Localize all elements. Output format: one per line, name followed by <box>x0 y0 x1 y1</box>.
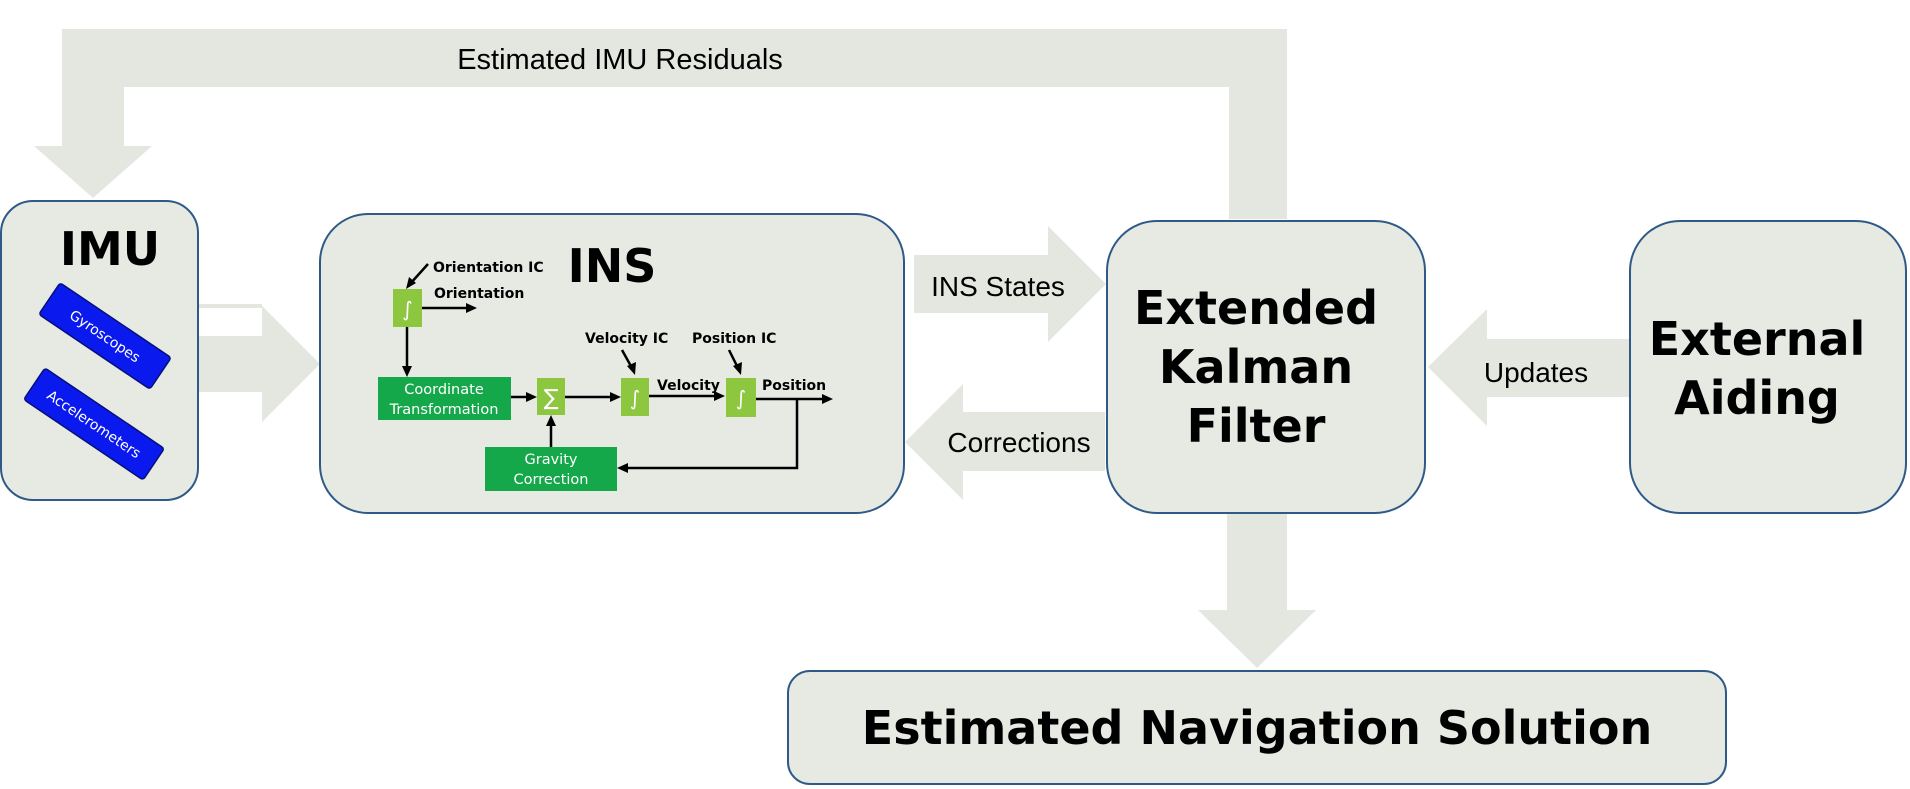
aiding-line2: Aiding <box>1674 371 1840 425</box>
extended-kalman-filter-panel <box>1106 220 1426 514</box>
updates-arrow <box>1428 309 1629 426</box>
ins-panel <box>319 213 905 514</box>
corrections-label: Corrections <box>947 427 1090 458</box>
summation-symbol: ∑ <box>544 386 559 411</box>
ekf-to-solution-arrow <box>1198 514 1316 668</box>
imu-ins-arrow-body <box>198 306 262 308</box>
velocity-label: Velocity <box>657 378 720 394</box>
coordinate-transformation-line1: Coordinate <box>404 382 484 398</box>
ekf-line2: Kalman <box>1159 340 1353 394</box>
coordinate-transformation-line2: Transformation <box>389 402 499 418</box>
aiding-line1: External <box>1649 312 1866 366</box>
position-ic-label: Position IC <box>692 331 776 347</box>
imu-ins-arrow-drawn <box>198 306 320 422</box>
external-aiding-panel <box>1629 220 1907 514</box>
ins-states-label: INS States <box>931 271 1065 302</box>
orientation-integral-symbol: ∫ <box>402 297 412 321</box>
imu-title: IMU <box>60 222 160 276</box>
summation-block <box>537 378 565 415</box>
gravity-correction-block <box>485 447 617 491</box>
navigation-solution-label: Estimated Navigation Solution <box>862 701 1652 755</box>
corrections-arrow <box>905 384 1105 500</box>
orientation-integrator <box>393 289 422 327</box>
ins-title: INS <box>568 239 657 293</box>
gravity-correction-line1: Gravity <box>525 452 578 468</box>
imu-to-ins-main <box>198 305 260 306</box>
velocity-integrator <box>621 378 649 416</box>
coordinate-transformation-block <box>378 377 511 420</box>
velocity-integral-symbol: ∫ <box>630 386 640 410</box>
position-integral-symbol: ∫ <box>736 386 746 410</box>
navigation-solution-panel <box>787 670 1727 785</box>
gravity-correction-line2: Correction <box>513 472 588 488</box>
ins-states-arrow <box>914 226 1106 342</box>
ekf-line3: Filter <box>1187 399 1326 453</box>
residuals-label: Estimated IMU Residuals <box>457 44 783 76</box>
position-integrator <box>726 378 756 417</box>
ins-mechanization: Orientation IC ∫ Orientation Coordinate … <box>378 260 833 491</box>
velocity-ic-label: Velocity IC <box>585 331 668 347</box>
updates-label: Updates <box>1484 357 1588 388</box>
residuals-feedback-arrow <box>34 29 1287 219</box>
orientation-label: Orientation <box>434 286 524 302</box>
position-label: Position <box>762 378 826 394</box>
gyroscopes-block: Gyroscopes <box>39 283 171 389</box>
orientation-ic-label: Orientation IC <box>433 260 544 276</box>
ekf-line1: Extended <box>1134 281 1378 335</box>
